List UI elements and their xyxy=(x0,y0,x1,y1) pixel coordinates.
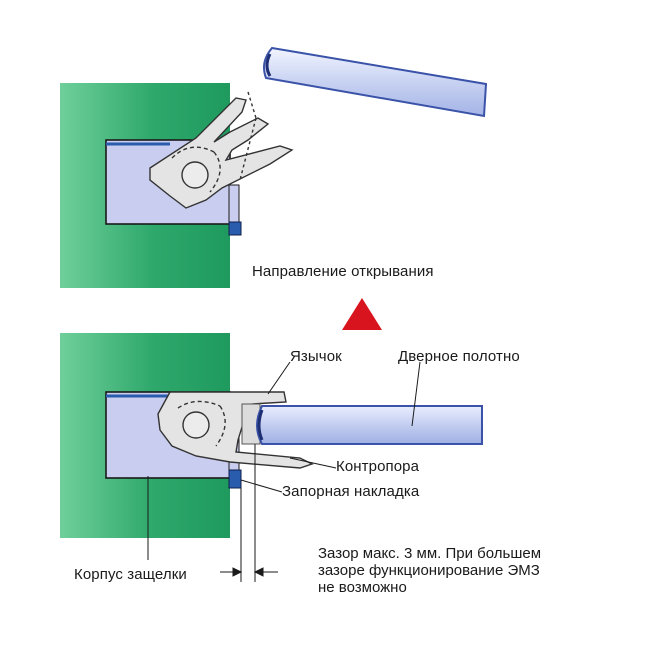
gap-note: Зазор макс. 3 мм. При большем зазоре фун… xyxy=(318,545,618,596)
label-door-leaf: Дверное полотно xyxy=(398,348,520,365)
top-frame-face xyxy=(228,184,240,226)
leader-lines xyxy=(147,361,421,560)
label-counter-support: Контропора xyxy=(336,458,420,475)
bottom-strike-plate xyxy=(228,469,242,489)
gap-note-line-3: не возможно xyxy=(318,579,407,596)
top-door-leaf xyxy=(263,46,488,118)
gap-note-line-2: зазоре функционирование ЭМЗ xyxy=(318,562,540,579)
bottom-latch-mechanism xyxy=(157,391,314,469)
bottom-illustration-closed-state xyxy=(60,333,483,582)
gap-note-line-1: Зазор макс. 3 мм. При большем xyxy=(318,545,542,562)
top-latch-mechanism xyxy=(149,91,294,209)
bottom-door-leaf xyxy=(256,405,483,445)
opening-direction-arrow-icon xyxy=(342,298,382,330)
top-strike-plate xyxy=(228,221,242,236)
label-latch-body: Корпус защелки xyxy=(74,566,187,583)
label-opening-direction: Направление открывания xyxy=(252,263,434,280)
gap-dimension xyxy=(220,444,278,582)
top-illustration-open-state xyxy=(60,46,488,288)
label-tongue: Язычок xyxy=(290,348,342,365)
label-strike-plate: Запорная накладка xyxy=(282,483,420,500)
